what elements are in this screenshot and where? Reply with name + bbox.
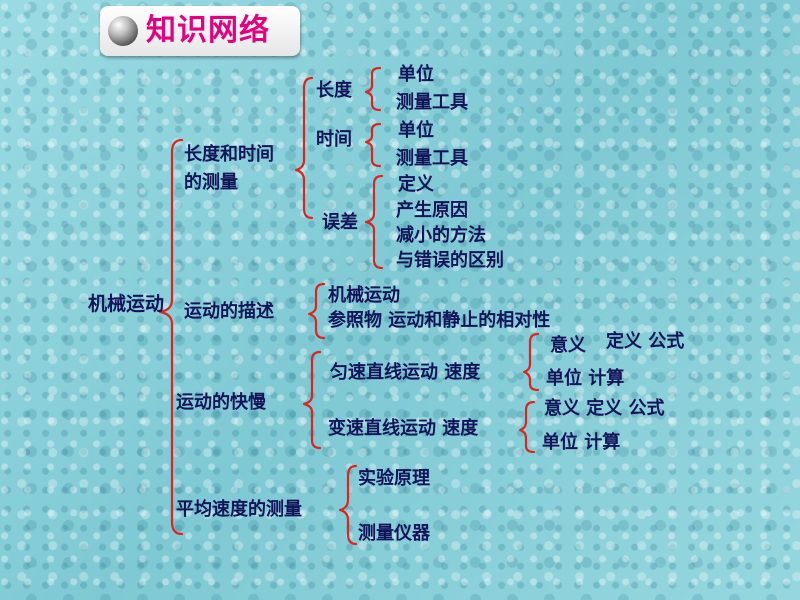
time-label: 时间 xyxy=(316,129,352,150)
bracket-measure xyxy=(294,76,314,220)
section-title: 知识网络 xyxy=(146,13,270,48)
length-tool: 测量工具 xyxy=(396,92,468,113)
error-label: 误差 xyxy=(322,212,358,233)
uniform-label: 匀速直线运动 速度 xyxy=(330,362,481,383)
bracket-speed xyxy=(302,350,322,450)
uniform-row1a: 意义 xyxy=(550,335,586,356)
error-item-cause: 产生原因 xyxy=(396,200,468,221)
error-item-reduce: 减小的方法 xyxy=(396,225,486,246)
time-unit: 单位 xyxy=(398,120,434,141)
bracket-uniform xyxy=(522,332,540,392)
describe-item2: 参照物 运动和静止的相对性 xyxy=(328,310,551,331)
section-title-badge: 知识网络 xyxy=(100,6,300,56)
describe-item1: 机械运动 xyxy=(328,285,400,306)
bracket-time xyxy=(364,122,382,168)
bracket-error xyxy=(364,174,384,270)
average-item2: 测量仪器 xyxy=(358,523,430,544)
variable-row2: 单位 计算 xyxy=(542,432,621,453)
bracket-root xyxy=(158,138,184,536)
describe-label: 运动的描述 xyxy=(184,301,274,322)
average-label: 平均速度的测量 xyxy=(176,499,302,520)
sphere-icon xyxy=(108,16,138,46)
bracket-length xyxy=(364,66,382,112)
length-label: 长度 xyxy=(316,80,352,101)
average-item1: 实验原理 xyxy=(358,468,430,489)
bracket-describe xyxy=(307,282,326,340)
time-tool: 测量工具 xyxy=(396,148,468,169)
speed-label: 运动的快慢 xyxy=(176,392,266,413)
root-label: 机械运动 xyxy=(88,293,165,315)
length-unit: 单位 xyxy=(398,64,434,85)
error-item-definition: 定义 xyxy=(398,174,434,195)
uniform-row2: 单位 计算 xyxy=(546,368,625,389)
uniform-row1b: 定义 公式 xyxy=(606,331,685,352)
variable-row1: 意义 定义 公式 xyxy=(544,398,665,419)
variable-label: 变速直线运动 速度 xyxy=(328,418,479,439)
bracket-variable xyxy=(518,400,536,454)
measure-label-line2: 的测量 xyxy=(184,172,238,193)
bracket-average xyxy=(338,464,358,546)
error-item-difference: 与错误的区别 xyxy=(396,250,504,271)
measure-label-line1: 长度和时间 xyxy=(184,144,274,165)
